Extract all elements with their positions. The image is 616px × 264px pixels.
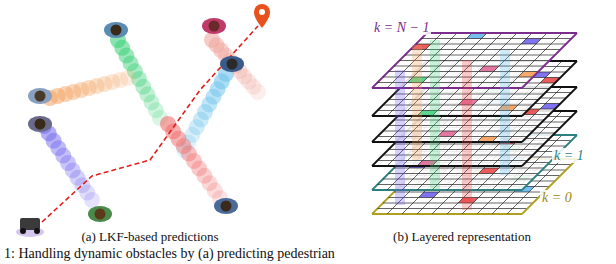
grid-line xyxy=(522,33,577,88)
robot-wheel xyxy=(20,228,26,234)
pedestrian xyxy=(88,206,112,222)
prediction-column xyxy=(395,70,405,205)
pedestrian xyxy=(220,56,244,72)
grid-line xyxy=(405,55,555,56)
pedestrian xyxy=(28,88,52,104)
pedestrian-head xyxy=(35,119,46,130)
prediction-trail xyxy=(120,70,136,86)
subcaption: (a) LKF-based predictions xyxy=(81,229,218,244)
prediction-column xyxy=(462,60,472,210)
prediction-column xyxy=(500,50,510,175)
pedestrian-head xyxy=(111,25,122,36)
pedestrian xyxy=(202,18,226,34)
figure-caption: 1: Handling dynamic obstacles by (a) pre… xyxy=(4,246,335,262)
layer-label: k = 1 xyxy=(552,148,586,163)
prediction-trail xyxy=(250,84,266,100)
pedestrian-head xyxy=(35,91,46,102)
layer-label: k = N − 1 xyxy=(372,20,431,35)
goal-pin xyxy=(254,4,270,28)
planned-path xyxy=(42,26,258,222)
grid-line xyxy=(422,38,572,39)
pedestrian xyxy=(104,22,128,38)
pedestrian xyxy=(214,198,238,214)
pedestrian-head xyxy=(209,21,220,32)
prediction-column xyxy=(412,45,422,160)
layer-label: k = 0 xyxy=(540,190,574,205)
grid-line xyxy=(507,33,562,88)
pedestrian-head xyxy=(221,201,232,212)
subcaption: (b) Layered representation xyxy=(393,229,531,244)
pedestrian-head xyxy=(95,209,106,220)
robot-wheel xyxy=(34,228,40,234)
prediction-trail xyxy=(84,192,100,208)
grid-line xyxy=(427,32,577,34)
prediction-column xyxy=(430,40,440,190)
pedestrian-head xyxy=(227,59,238,70)
goal-pin-dot xyxy=(259,9,265,15)
pedestrian xyxy=(28,116,52,132)
